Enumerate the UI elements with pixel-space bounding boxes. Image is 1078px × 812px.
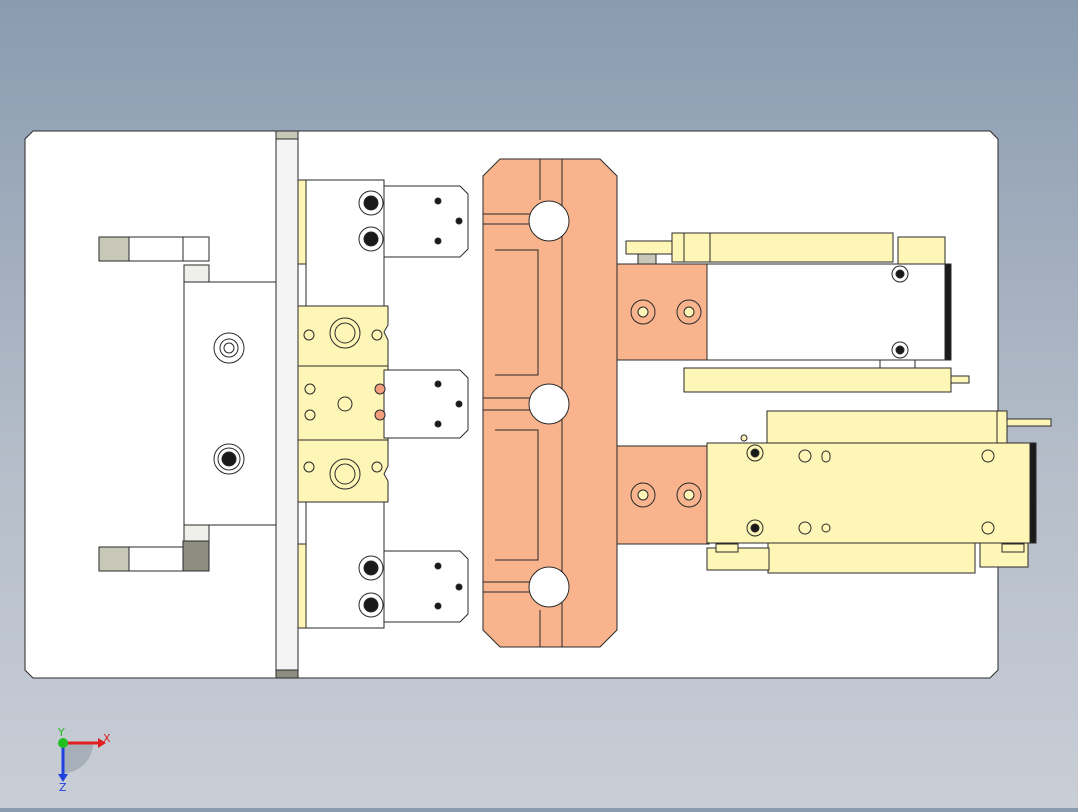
- bolt-head-1: [213, 332, 245, 364]
- z-axis-label: Z: [59, 781, 67, 792]
- y-axis-label: Y: [57, 728, 65, 739]
- lower-finger: [383, 550, 469, 623]
- electrode-hole-2: [528, 383, 570, 425]
- upper-finger: [383, 185, 469, 258]
- electrode-hole-1: [528, 200, 570, 242]
- electrode-hole-3: [528, 566, 570, 608]
- x-axis-label: X: [103, 732, 111, 745]
- guide-rail: [275, 130, 299, 679]
- clamp-body: [183, 281, 277, 526]
- orientation-triad-icon: X Y Z: [48, 726, 118, 794]
- bolt-head-2: [213, 443, 245, 475]
- upper-cylinder: [706, 263, 952, 361]
